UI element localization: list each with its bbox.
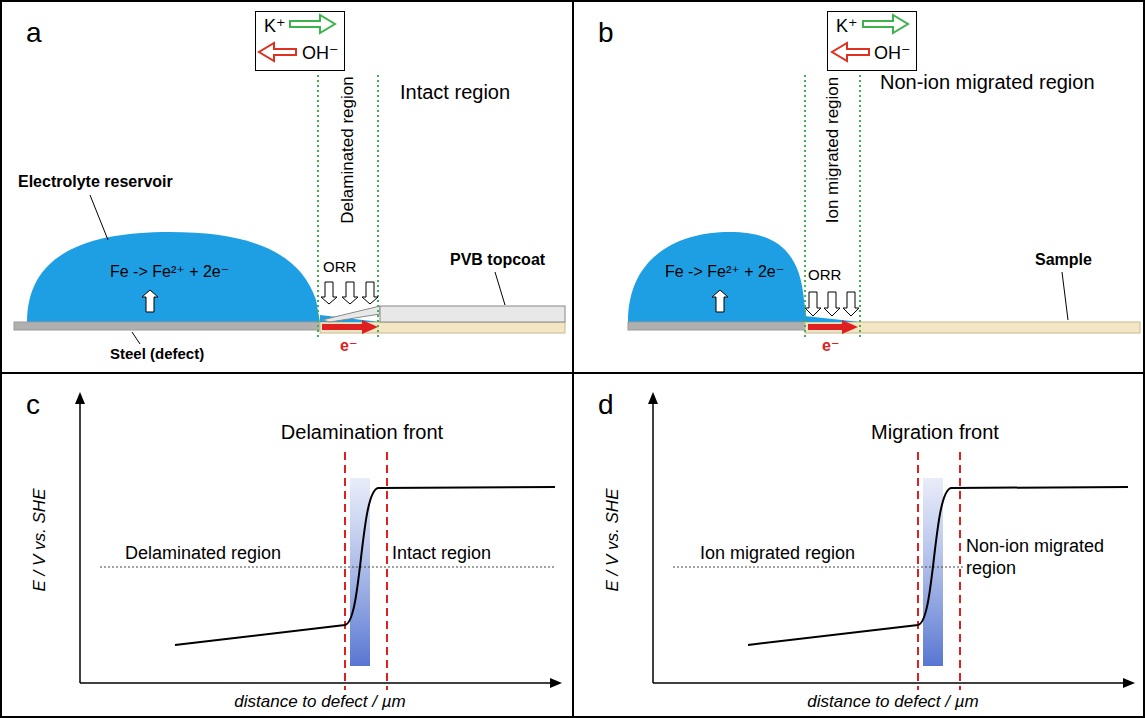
axis-arrowhead: [1123, 678, 1135, 688]
panel-a-art: [14, 15, 565, 344]
annotation-label: Non-ion migrated region: [964, 536, 1133, 579]
steel-defect: [14, 322, 322, 330]
region-boundary: [859, 75, 861, 340]
anion-arrow: [259, 43, 296, 61]
panel-b-art: [628, 15, 1140, 340]
orr-arrow: [321, 282, 337, 304]
orr-arrow: [342, 282, 358, 304]
annotation-label: e⁻: [822, 336, 839, 355]
panel-c-art: [75, 392, 562, 690]
axis-arrowhead: [648, 392, 658, 404]
annotation-label: Fe -> Fe²⁺ + 2e⁻: [110, 262, 229, 281]
annotation-label: Electrolyte reservoir: [18, 172, 173, 191]
steel-defect: [628, 322, 807, 330]
panel-d-art: [648, 392, 1135, 690]
region-boundary: [804, 75, 806, 340]
annotation-label: Migration front: [871, 420, 999, 444]
annotation-label: Ion migrated region: [700, 543, 855, 565]
ion-label: OH⁻: [874, 43, 911, 65]
potential-curve: [175, 487, 555, 645]
axis-arrowhead: [550, 678, 562, 688]
electrolyte-film: [805, 316, 860, 322]
rotated-label: E / V vs. SHE: [603, 489, 623, 592]
panel-letter: d: [598, 388, 614, 422]
annotation-label: Delaminated region: [125, 543, 281, 565]
leader-line: [1062, 272, 1068, 320]
axis-label: distance to defect / µm: [234, 692, 405, 712]
front-boundary: [917, 452, 919, 690]
axis-arrowhead: [75, 392, 85, 404]
annotation-label: Intact region: [392, 543, 491, 565]
cation-arrow: [290, 15, 335, 33]
orr-arrow: [843, 292, 859, 316]
annotation-label: Steel (defect): [110, 345, 204, 363]
leader-line: [132, 332, 140, 344]
annotation-label: ORR: [323, 258, 356, 276]
panel-letter: c: [26, 388, 40, 422]
cation-arrow: [863, 15, 908, 33]
annotation-label: ORR: [808, 266, 841, 284]
electron-arrow: [808, 320, 858, 334]
front-boundary: [344, 452, 346, 690]
electrolyte-drop: [27, 232, 320, 322]
ion-label: OH⁻: [302, 43, 339, 65]
rotated-label: E / V vs. SHE: [30, 489, 50, 592]
annotation-label: e⁻: [340, 336, 357, 355]
region-boundary: [377, 75, 379, 340]
rotated-label: Delaminated region: [338, 76, 358, 223]
annotation-label: Fe -> Fe²⁺ + 2e⁻: [665, 262, 784, 281]
panel-letter: a: [26, 16, 42, 50]
orr-arrow: [824, 292, 840, 316]
ion-legend-box: K⁺ OH⁻: [255, 11, 345, 71]
x-axis: [80, 682, 552, 684]
panel-letter: b: [598, 16, 614, 50]
orr-arrow: [362, 282, 378, 304]
annotation-label: Sample: [1035, 250, 1092, 269]
orr-arrow: [805, 292, 821, 316]
annotation-label: Non-ion migrated region: [880, 70, 1095, 94]
ion-legend-box: K⁺ OH⁻: [827, 11, 917, 71]
electrolyte-drop: [628, 232, 807, 322]
axis-label: distance to defect / µm: [807, 692, 978, 712]
electron-arrow: [322, 320, 378, 334]
reference-line: [100, 567, 555, 568]
ion-label: K⁺: [836, 16, 858, 38]
annotation-label: Intact region: [400, 80, 510, 104]
annotation-label: Delamination front: [281, 420, 443, 444]
rotated-label: Ion migrated region: [823, 77, 843, 223]
annotation-label: PVB topcoat: [450, 250, 545, 269]
x-axis: [653, 682, 1125, 684]
pvb-topcoat: [380, 306, 565, 322]
dissolution-arrow: [142, 290, 158, 312]
leader-line: [90, 195, 108, 240]
dissolution-arrow: [712, 290, 728, 312]
peeled-topcoat: [322, 306, 380, 322]
ion-label: K⁺: [264, 16, 286, 38]
leader-line: [495, 272, 505, 305]
y-axis: [652, 402, 654, 683]
panel: b K⁺ OH⁻: [572, 0, 1145, 374]
region-boundary: [317, 75, 319, 340]
y-axis: [79, 402, 81, 683]
anion-arrow: [832, 43, 869, 61]
